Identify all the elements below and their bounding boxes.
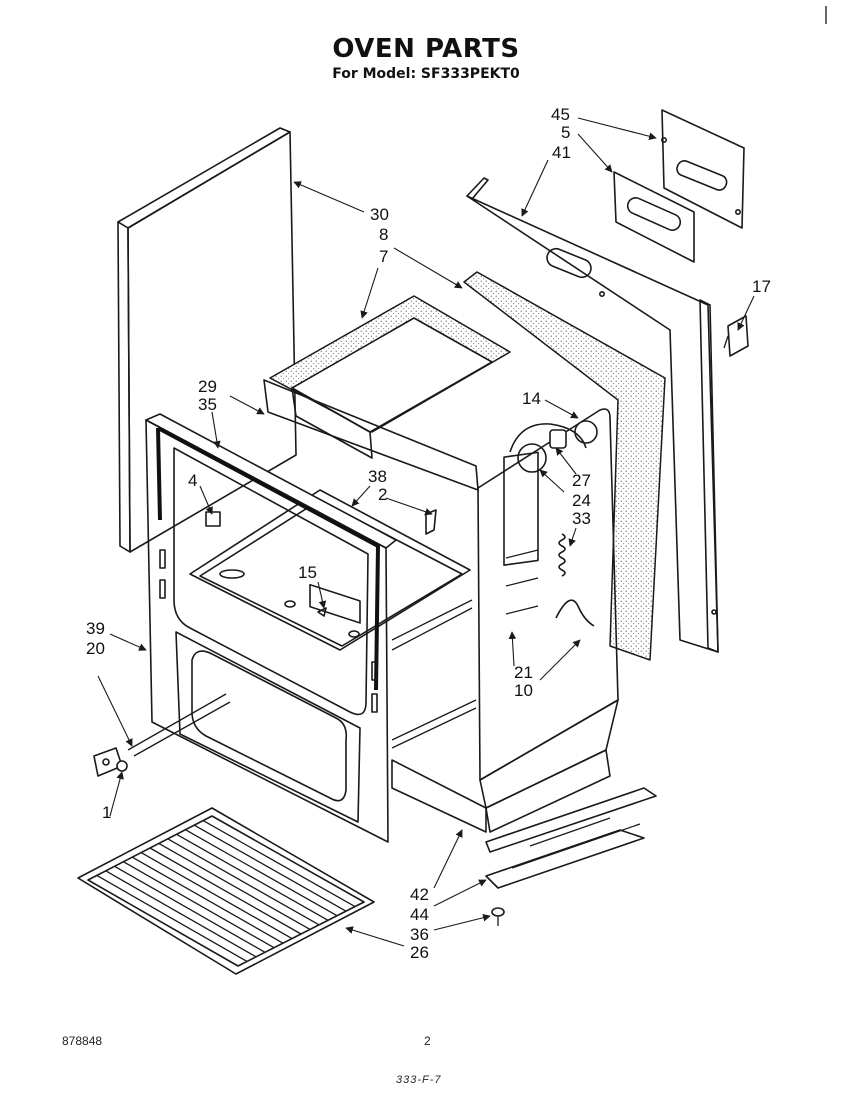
callout-4: 4 [188, 471, 197, 490]
rack-wire [131, 856, 284, 944]
rack-wire [185, 829, 338, 917]
callout-29: 29 [198, 377, 217, 396]
rack-wire [193, 824, 347, 912]
callout-5: 5 [561, 123, 570, 142]
broil-bracket-part-1 [93, 693, 231, 777]
oven-cavity [189, 420, 598, 651]
rack-wire [176, 833, 329, 921]
callout-27: 27 [572, 471, 591, 490]
rack-wire [202, 820, 356, 908]
callout-35: 35 [198, 395, 217, 414]
rack-wire [140, 852, 293, 940]
callout-1: 1 [102, 803, 111, 822]
callout-labels: 45 5 41 30 8 7 17 29 35 14 4 38 2 27 24 … [86, 105, 771, 962]
callout-10: 10 [514, 681, 533, 700]
rack-wire [167, 838, 320, 926]
oven-liner-top-part-7 [269, 295, 511, 459]
rack-wire [114, 865, 266, 953]
callout-33: 33 [572, 509, 591, 528]
callout-44: 44 [410, 905, 429, 924]
callout-20: 20 [86, 639, 105, 658]
callout-38: 38 [368, 467, 387, 486]
leader-lines [97, 117, 755, 947]
rack-wires [96, 820, 356, 962]
bracket-part-17 [723, 315, 749, 357]
callout-24: 24 [572, 491, 591, 510]
document-number: 878848 [62, 1034, 103, 1048]
callout-14: 14 [522, 389, 541, 408]
oven-rack-part-26 [77, 807, 375, 975]
callout-2: 2 [378, 485, 387, 504]
callout-42: 42 [410, 885, 429, 904]
rack-wire [105, 870, 257, 958]
rack-wire [123, 861, 275, 949]
vent-plate-part-45 [660, 109, 745, 229]
page-number: 2 [424, 1034, 431, 1048]
callout-41: 41 [552, 143, 571, 162]
bottom-trim-part-42 [485, 787, 657, 926]
side-panel-part-30 [117, 127, 297, 553]
oven-body [263, 379, 619, 833]
insulation-part-8 [463, 271, 666, 661]
page-title: OVEN PARTS [332, 34, 520, 64]
rear-panel-part-41 [466, 177, 719, 653]
vent-plate-part-5 [613, 171, 695, 263]
rack-wire [96, 874, 248, 962]
callout-17: 17 [752, 277, 771, 296]
rack-wire [158, 842, 311, 930]
callout-36: 36 [410, 925, 429, 944]
callout-7: 7 [379, 247, 388, 266]
rack-wire [149, 847, 302, 935]
callout-30: 30 [370, 205, 389, 224]
front-frame-part-29 [145, 413, 397, 843]
callout-15: 15 [298, 563, 317, 582]
page-code: 333-F-7 [396, 1074, 442, 1086]
callout-45: 45 [551, 105, 570, 124]
callout-26: 26 [410, 943, 429, 962]
callout-21: 21 [514, 663, 533, 682]
callout-39: 39 [86, 619, 105, 638]
callout-8: 8 [379, 225, 388, 244]
model-subtitle: For Model: SF333PEKT0 [332, 66, 520, 82]
